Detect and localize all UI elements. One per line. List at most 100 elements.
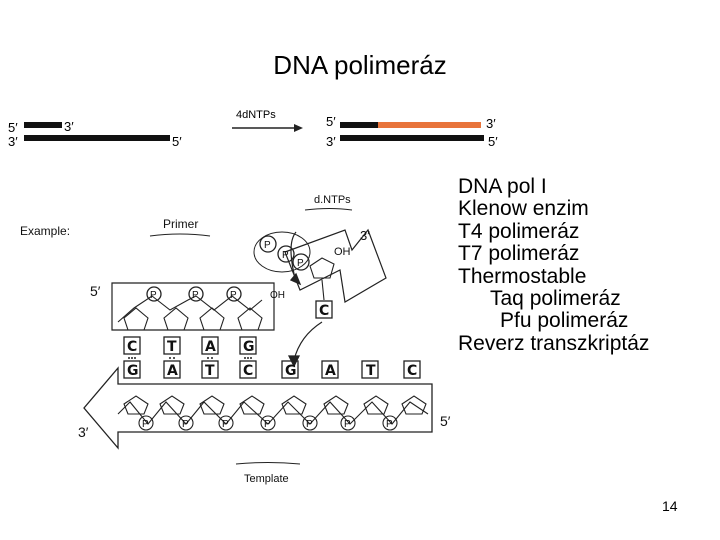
enzyme-item: Reverz transzkriptáz [458,331,650,355]
template-base-4: C [243,363,253,379]
enzyme-item: Thermostable [458,264,587,288]
primer-strand-band [111,282,275,331]
left-top-5-label: 5′ [8,120,18,135]
template-phosphate-label-1: P [142,419,149,430]
template-base-letters: G A T C G A T C [127,363,417,379]
dntps-label: d.NTPs [314,194,351,206]
primer-label: Primer [163,217,198,231]
primer-underline [149,233,211,237]
incoming-link [321,279,325,301]
left-template-strand [24,135,170,141]
primer-phosphate-1 [146,286,162,302]
template-base-box-1 [123,360,141,379]
right-bot-3-label: 3′ [326,134,336,149]
enzyme-item: DNA pol I [458,175,547,198]
template-base-box-4 [239,360,257,379]
phosphate-label-2: P [282,250,289,261]
template-phosphate-5 [302,415,318,431]
template-phosphate-6 [340,415,356,431]
right-template-strand [340,135,484,141]
template-phosphate-4 [260,415,276,431]
template-base-3: T [205,363,215,379]
enzyme-item: Pfu polimeráz [500,309,629,333]
phosphate-label-1: P [264,240,271,251]
right-bot-5-label: 5′ [488,134,498,149]
incoming-base: C [319,303,329,319]
template-strand-band [83,366,433,450]
left-primer-strand [24,122,62,128]
template-phosphate-label-4: P [264,419,271,430]
template-phosphate-2 [178,415,194,431]
example-label: Example: [20,224,70,238]
base-entry-arrow [293,321,323,361]
left-bot-5-label: 5′ [172,134,182,149]
slide-title: DNA polimeráz [273,50,447,80]
template-phosphate-1 [138,415,154,431]
template-underline [235,462,301,465]
template-phosphate-label-2: P [182,419,189,430]
template-phosphate-labels: P P P P P P P [142,419,393,430]
template-phosphates [138,415,398,431]
template-base-5: G [285,363,297,379]
primer-base-box-2 [163,336,181,355]
template-base-2: A [167,363,178,379]
phosphate-circle-2 [277,245,295,263]
phosphate-label-3: P [297,258,304,269]
enzyme-item: Taq polimeráz [490,287,621,311]
primer-oh-label: OH [270,290,285,301]
phosphate-circle-3 [292,253,310,271]
arrow-label: 4dNTPs [236,109,276,121]
primer-phosphate-3 [226,286,242,302]
right-top-3-label: 3′ [486,116,496,131]
template-base-1: G [127,363,139,379]
primer-base-3: A [205,339,216,355]
primer-base-box-4 [239,336,257,355]
primer-base-2: T [167,339,177,355]
primer-5-label: 5′ [90,283,101,299]
primer-base-letters: C T A G [127,339,255,355]
primer-base-box-3 [201,336,219,355]
incoming-sugar [309,257,335,279]
template-phosphate-7 [382,415,398,431]
template-phosphate-label-7: P [386,419,393,430]
template-bases [123,360,421,379]
primer-backbone [117,295,263,331]
primer-base-box-1 [123,336,141,355]
template-phosphate-label-6: P [344,419,351,430]
template-base-box-5 [281,360,299,379]
incoming-3-label: 3′ [360,228,370,243]
enzyme-item: T7 polimeráz [458,242,580,266]
page-number: 14 [662,498,678,514]
primer-phosphate-label-1: P [150,290,157,301]
template-phosphate-3 [218,415,234,431]
left-top-3-label: 3′ [64,119,74,134]
incoming-oh-label: OH [334,246,351,258]
reaction-scheme: 5′ 3′ 3′ 5′ 4dNTPs 5′ 3′ 3′ 5′ [8,109,498,149]
template-base-box-8 [403,360,421,379]
example-mechanism: Example: Primer d.NTPs 5′ 3′ 5′ 3′ P P P… [20,194,451,485]
primer-bases [123,336,257,355]
template-base-box-7 [361,360,379,379]
catalysis-arrow-head [289,272,302,286]
reaction-arrow-head [294,124,303,132]
template-base-7: T [366,363,376,379]
enzyme-item: Klenow enzim [458,197,589,221]
right-top-5-label: 5′ [326,114,336,129]
incoming-base-box [315,300,333,319]
enzyme-item: T4 polimeráz [458,219,580,243]
template-3-label: 3′ [78,424,89,440]
hydrogen-bonds [128,357,252,359]
primer-phosphate-2 [188,286,204,302]
enzyme-list: DNA pol I Klenow enzim T4 polimeráz T7 p… [458,175,650,355]
template-base-box-6 [321,360,339,379]
left-bot-3-label: 3′ [8,134,18,149]
template-base-8: C [407,363,417,379]
template-5-label: 5′ [440,413,451,429]
primer-phosphate-label-3: P [230,290,237,301]
template-backbone [117,395,429,425]
template-phosphate-label-5: P [306,419,313,430]
template-base-box-3 [201,360,219,379]
triphosphate-outline [253,231,311,273]
right-new-strand [378,122,481,128]
